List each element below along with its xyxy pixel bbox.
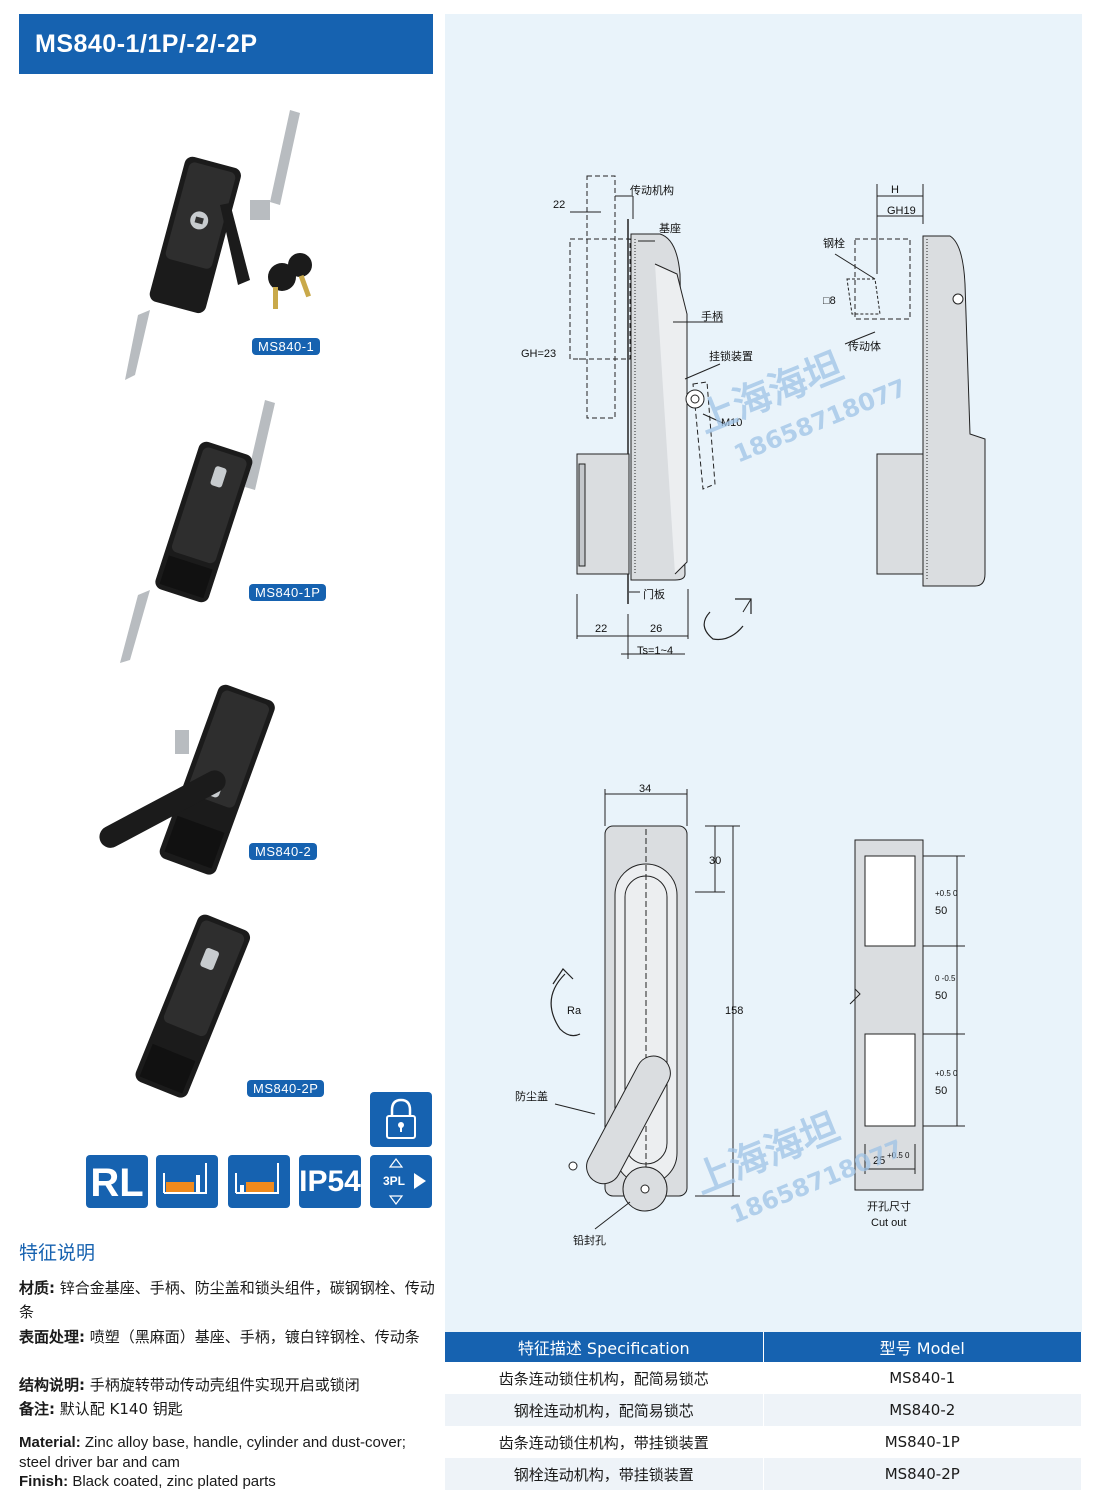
label-m10: M10 bbox=[721, 417, 742, 429]
spec-cell: 钢栓连动机构，带挂锁装置 bbox=[445, 1458, 764, 1490]
three-pl-text: 3PL bbox=[382, 1174, 405, 1188]
three-point-lock-icon: 3PL bbox=[370, 1155, 432, 1208]
header-specification: 特征描述 Specification bbox=[445, 1332, 764, 1362]
dim-25: 25 bbox=[873, 1155, 885, 1167]
structure-label: 结构说明: bbox=[19, 1376, 85, 1394]
material-value: 锌合金基座、手柄、防尘盖和锁头组件，碳钢钢栓、传动条 bbox=[19, 1279, 435, 1321]
model-cell: MS840-2P bbox=[763, 1458, 1082, 1490]
tol-50b: 0 -0.5 bbox=[935, 974, 956, 983]
spec-cell: 齿条连动锁住机构，配简易锁芯 bbox=[445, 1362, 764, 1394]
model-tag-ms840-1p: MS840-1P bbox=[249, 584, 327, 601]
table-row: 钢栓连动机构，配简易锁芯 MS840-2 bbox=[445, 1394, 1082, 1426]
feature-material: 材质: 锌合金基座、手柄、防尘盖和锁头组件，碳钢钢栓、传动条 bbox=[19, 1276, 439, 1324]
finish-en-label: Finish: bbox=[19, 1473, 69, 1490]
base-body-2 bbox=[922, 235, 986, 587]
dim-gh19: GH19 bbox=[887, 205, 916, 217]
dim-22-bottom: 22 bbox=[595, 623, 607, 635]
dim-26: 26 bbox=[650, 623, 662, 635]
product-image-ms840-2 bbox=[90, 675, 310, 875]
spec-table: 特征描述 Specification 型号 Model 齿条连动锁住机构，配简易… bbox=[445, 1332, 1082, 1490]
dim-h: H bbox=[891, 184, 899, 196]
dim-158: 158 bbox=[725, 1005, 743, 1017]
label-ra: Ra bbox=[567, 1005, 582, 1017]
label-base: 基座 bbox=[659, 221, 681, 235]
table-header-row: 特征描述 Specification 型号 Model bbox=[445, 1332, 1082, 1362]
rl-icon: RL bbox=[86, 1155, 148, 1208]
material-en-label: Material: bbox=[19, 1434, 81, 1451]
padlock-outline bbox=[692, 381, 716, 490]
product-image-ms840-2p bbox=[110, 905, 270, 1100]
feature-surface: 表面处理: 喷塑（黑麻面）基座、手柄，镀白锌钢栓、传动条 bbox=[19, 1325, 439, 1349]
model-cell: MS840-2 bbox=[763, 1394, 1082, 1426]
label-seal-hole: 铅封孔 bbox=[573, 1233, 606, 1247]
ip54-text: IP54 bbox=[299, 1165, 361, 1198]
dim-50a: 50 bbox=[935, 905, 947, 917]
label-mechanism: 传动机构 bbox=[630, 183, 674, 197]
feature-material-en: Material: Zinc alloy base, handle, cylin… bbox=[19, 1433, 439, 1473]
finish-en-value: Black coated, zinc plated parts bbox=[72, 1473, 276, 1490]
label-dust-cover: 防尘盖 bbox=[515, 1089, 548, 1103]
driver-bar-outline bbox=[586, 175, 616, 419]
note-value: 默认配 K140 钥匙 bbox=[59, 1400, 183, 1418]
table-row: 齿条连动锁住机构，带挂锁装置 MS840-1P bbox=[445, 1426, 1082, 1458]
technical-drawing: 22 传动机构 基座 手柄 GH=23 挂锁装置 M10 门板 22 26 Ts… bbox=[515, 175, 986, 1247]
padlock-hole bbox=[685, 389, 705, 409]
dim-34: 34 bbox=[639, 783, 651, 795]
bottom-housing-2 bbox=[876, 453, 924, 575]
cutout-bottom bbox=[864, 1033, 916, 1127]
model-tag-ms840-1: MS840-1 bbox=[252, 338, 321, 355]
flush-mount-icon bbox=[156, 1155, 218, 1208]
feature-structure: 结构说明: 手柄旋转带动传动壳组件实现开启或锁闭 bbox=[19, 1373, 439, 1397]
label-bolt: 钢栓 bbox=[823, 236, 845, 250]
structure-value: 手柄旋转带动传动壳组件实现开启或锁闭 bbox=[89, 1376, 360, 1394]
feature-note: 备注: 默认配 K140 钥匙 bbox=[19, 1397, 439, 1421]
label-handle: 手柄 bbox=[701, 309, 723, 323]
model-tag-ms840-2: MS840-2 bbox=[249, 843, 318, 860]
page-header: MS840-1/1P/-2/-2P bbox=[19, 14, 433, 74]
bolt-outline bbox=[854, 238, 911, 320]
bottom-housing bbox=[576, 453, 630, 575]
material-label: 材质: bbox=[19, 1279, 55, 1297]
tol-25: +0.5 0 bbox=[887, 1151, 910, 1160]
mechanism-outline bbox=[569, 238, 631, 360]
label-padlock: 挂锁装置 bbox=[709, 349, 753, 363]
label-driver: 传动体 bbox=[848, 339, 881, 353]
dim-ts: Ts=1~4 bbox=[637, 645, 673, 657]
tol-50a: +0.5 0 bbox=[935, 889, 958, 898]
rl-text: RL bbox=[90, 1161, 144, 1205]
model-tag-ms840-2p: MS840-2P bbox=[247, 1080, 325, 1097]
surface-value: 喷塑（黑麻面）基座、手柄，镀白锌钢栓、传动条 bbox=[89, 1328, 420, 1346]
model-cell: MS840-1P bbox=[763, 1426, 1082, 1458]
header-model: 型号 Model bbox=[763, 1332, 1082, 1362]
product-image-ms840-1p bbox=[110, 395, 310, 670]
spec-cell: 钢栓连动机构，配简易锁芯 bbox=[445, 1394, 764, 1426]
dim-22-top: 22 bbox=[553, 199, 565, 211]
dust-cover bbox=[586, 1055, 671, 1185]
ip54-icon: IP54 bbox=[299, 1155, 361, 1208]
dim-50b: 50 bbox=[935, 990, 947, 1002]
surface-label: 表面处理: bbox=[19, 1328, 85, 1346]
model-cell: MS840-1 bbox=[763, 1362, 1082, 1394]
dim-30: 30 bbox=[709, 855, 721, 867]
spec-cell: 齿条连动锁住机构，带挂锁装置 bbox=[445, 1426, 764, 1458]
product-image-ms840-1 bbox=[110, 105, 340, 390]
drawing-panel: 22 传动机构 基座 手柄 GH=23 挂锁装置 M10 门板 22 26 Ts… bbox=[445, 14, 1082, 1332]
dim-sq8: □8 bbox=[823, 295, 836, 307]
surface-mount-icon bbox=[228, 1155, 290, 1208]
table-row: 钢栓连动机构，带挂锁装置 MS840-2P bbox=[445, 1458, 1082, 1490]
cutout-caption-en: Cut out bbox=[871, 1217, 906, 1229]
lock-icon bbox=[370, 1092, 432, 1147]
material-en-value: Zinc alloy base, handle, cylinder and du… bbox=[19, 1434, 406, 1471]
page-title: MS840-1/1P/-2/-2P bbox=[35, 30, 258, 58]
feature-finish-en: Finish: Black coated, zinc plated parts bbox=[19, 1472, 439, 1492]
features-title: 特征说明 bbox=[19, 1242, 96, 1264]
dim-50c: 50 bbox=[935, 1085, 947, 1097]
tol-50c: +0.5 0 bbox=[935, 1069, 958, 1078]
note-label: 备注: bbox=[19, 1400, 55, 1418]
cutout-top bbox=[864, 855, 916, 947]
label-door: 门板 bbox=[643, 587, 665, 601]
dim-gh23: GH=23 bbox=[521, 348, 556, 360]
table-row: 齿条连动锁住机构，配简易锁芯 MS840-1 bbox=[445, 1362, 1082, 1394]
cutout-caption-cn: 开孔尺寸 bbox=[867, 1199, 911, 1213]
